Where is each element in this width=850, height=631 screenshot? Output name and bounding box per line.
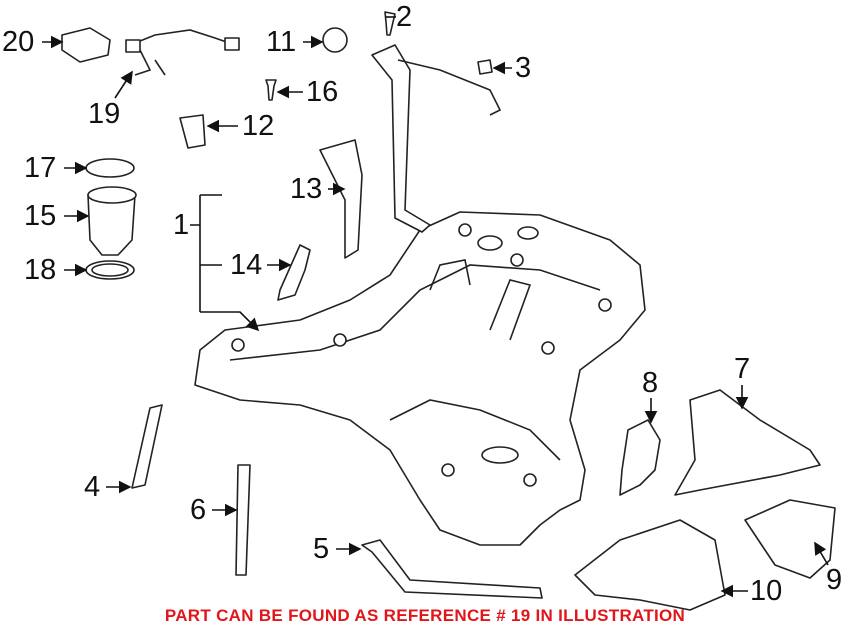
callout-8: 8 bbox=[642, 367, 659, 399]
callout-6: 6 bbox=[190, 494, 207, 526]
callout-2: 2 bbox=[396, 1, 413, 33]
leader-lines bbox=[42, 16, 829, 598]
callout-5: 5 bbox=[313, 533, 330, 565]
callout-9: 9 bbox=[826, 564, 843, 596]
callout-4: 4 bbox=[84, 471, 101, 503]
filler-neck bbox=[371, 44, 431, 233]
fuel-tank bbox=[194, 211, 646, 546]
callout-14: 14 bbox=[230, 249, 263, 281]
callout-10: 10 bbox=[750, 575, 783, 607]
callout-15: 15 bbox=[24, 200, 57, 232]
callout-20: 20 bbox=[2, 26, 35, 58]
callout-17: 17 bbox=[24, 152, 57, 184]
callout-1: 1 bbox=[173, 209, 190, 241]
callout-7: 7 bbox=[734, 353, 751, 385]
callout-16: 16 bbox=[306, 76, 339, 108]
callout-13: 13 bbox=[290, 173, 323, 205]
callout-11: 11 bbox=[266, 26, 297, 58]
reference-caption: PART CAN BE FOUND AS REFERENCE # 19 IN I… bbox=[164, 606, 686, 625]
callout-19: 19 bbox=[88, 98, 121, 130]
callout-18: 18 bbox=[24, 254, 57, 286]
callout-12: 12 bbox=[242, 110, 275, 142]
callout-3: 3 bbox=[515, 52, 532, 84]
